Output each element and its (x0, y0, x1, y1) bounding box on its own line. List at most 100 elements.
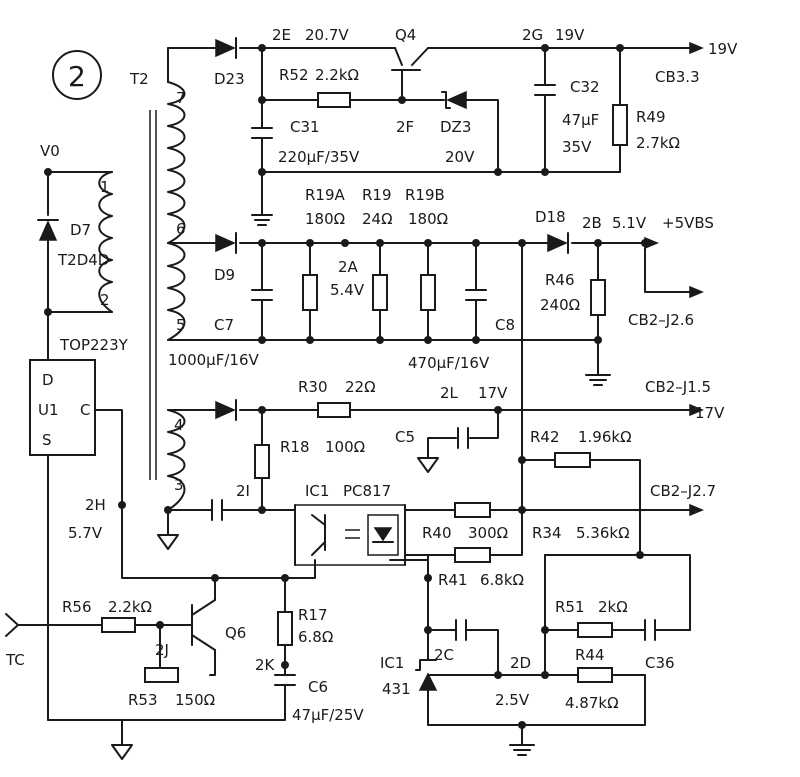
component-label: D18 (535, 208, 566, 226)
pin-label: 6 (176, 220, 186, 238)
pin-label: 2 (100, 291, 110, 309)
node-label: 2A (338, 258, 359, 276)
section-marker (52, 50, 102, 100)
pin-label: 5 (176, 316, 186, 334)
resistor-r19a (302, 274, 318, 311)
regulator-431 (415, 659, 438, 691)
output-label: CB2–J2.6 (628, 311, 694, 329)
component-value: 180Ω (408, 210, 448, 228)
output-label: 17V (695, 404, 725, 422)
capacitor-c6 (274, 664, 296, 696)
ic-u1-top223y (29, 359, 96, 456)
ground-icon (111, 744, 133, 760)
ic-pin: S (42, 431, 52, 449)
component-label: R19 (362, 186, 392, 204)
component-label: TOP223Y (59, 336, 129, 354)
ground-icon (509, 744, 535, 756)
component-value: 300Ω (468, 524, 508, 542)
arrow-icon (689, 41, 704, 55)
node-label: 2G (522, 26, 543, 44)
component-value: 47μF (562, 111, 599, 129)
capacitor-c8 (465, 289, 487, 311)
resistor-r19 (372, 274, 388, 311)
transformer-t2 (98, 81, 186, 511)
capacitor-2i (211, 499, 223, 521)
node-label: 2L (440, 384, 459, 402)
resistor-r19b (420, 274, 436, 311)
component-value: 2kΩ (598, 598, 628, 616)
component-value: 180Ω (305, 210, 345, 228)
component-label: R51 (555, 598, 585, 616)
component-label: R56 (62, 598, 92, 616)
output-label: CB2–J2.7 (650, 482, 716, 500)
component-label: R17 (298, 606, 328, 624)
arrow-icon (689, 403, 704, 417)
component-label: R53 (128, 691, 158, 709)
resistor-r49 (612, 104, 628, 146)
component-label: IC1 (380, 654, 404, 672)
component-label: R46 (545, 271, 575, 289)
resistor-r18 (254, 444, 270, 479)
output-label: CB2–J1.5 (645, 378, 711, 396)
diode-d7 (37, 219, 59, 241)
component-label: C7 (214, 316, 234, 334)
node-voltage: 19V (555, 26, 585, 44)
component-label: C36 (645, 654, 675, 672)
node-label: 2E (272, 26, 291, 44)
capacitor-c7 (251, 289, 273, 311)
resistor-r56 (101, 617, 136, 633)
node-label: 2C (434, 646, 454, 664)
component-label: R42 (530, 428, 560, 446)
component-value: 470μF/16V (408, 354, 490, 372)
ground-icon (157, 534, 179, 550)
component-label: R18 (280, 438, 310, 456)
output-label: +5VBS (662, 214, 714, 232)
arrow-icon (689, 503, 704, 517)
component-label: R30 (298, 378, 328, 396)
node-voltage: 17V (478, 384, 508, 402)
resistor-r41 (454, 547, 491, 563)
arrow-icon (689, 285, 704, 299)
transistor-q4 (391, 47, 429, 81)
junction-dots (44, 44, 649, 729)
component-label: C32 (570, 78, 600, 96)
capacitor-c5 (457, 427, 469, 449)
component-value: T2D4D (57, 251, 109, 269)
node-voltage: 5.1V (612, 214, 647, 232)
component-label: R40 (422, 524, 452, 542)
component-value: 150Ω (175, 691, 215, 709)
capacitor-2c (455, 619, 467, 641)
resistor-r44 (577, 667, 613, 683)
pin-label: 3 (174, 476, 184, 494)
component-value: 47μF/25V (292, 706, 364, 724)
output-label: TC (5, 651, 25, 669)
node-voltage: 2.5V (495, 691, 530, 709)
component-value: 100Ω (325, 438, 365, 456)
component-value: PC817 (343, 482, 391, 500)
component-label: R44 (575, 646, 605, 664)
node-label: V0 (40, 142, 60, 160)
node-label: 2F (396, 118, 414, 136)
component-value: 431 (382, 680, 411, 698)
diode-17v (215, 399, 237, 421)
component-value: 6.8kΩ (480, 571, 524, 589)
ground-icon (417, 457, 439, 473)
resistor-r53 (144, 667, 179, 683)
component-value: 240Ω (540, 296, 580, 314)
ground-icon (251, 214, 273, 226)
component-label: DZ3 (440, 118, 471, 136)
node-label: 2B (582, 214, 602, 232)
component-label: Q4 (395, 26, 416, 44)
resistor-r30 (317, 402, 351, 418)
output-label: 19V (708, 40, 738, 58)
diode-d18 (547, 232, 569, 254)
capacitor-c31 (251, 109, 273, 151)
node-label: 2I (236, 482, 250, 500)
resistor-r40 (454, 502, 491, 518)
node-label: 2H (85, 496, 106, 514)
component-value: 2.2kΩ (315, 66, 359, 84)
component-value: 20V (445, 148, 475, 166)
ground-icon (585, 374, 611, 386)
component-value: 220μF/35V (278, 148, 360, 166)
